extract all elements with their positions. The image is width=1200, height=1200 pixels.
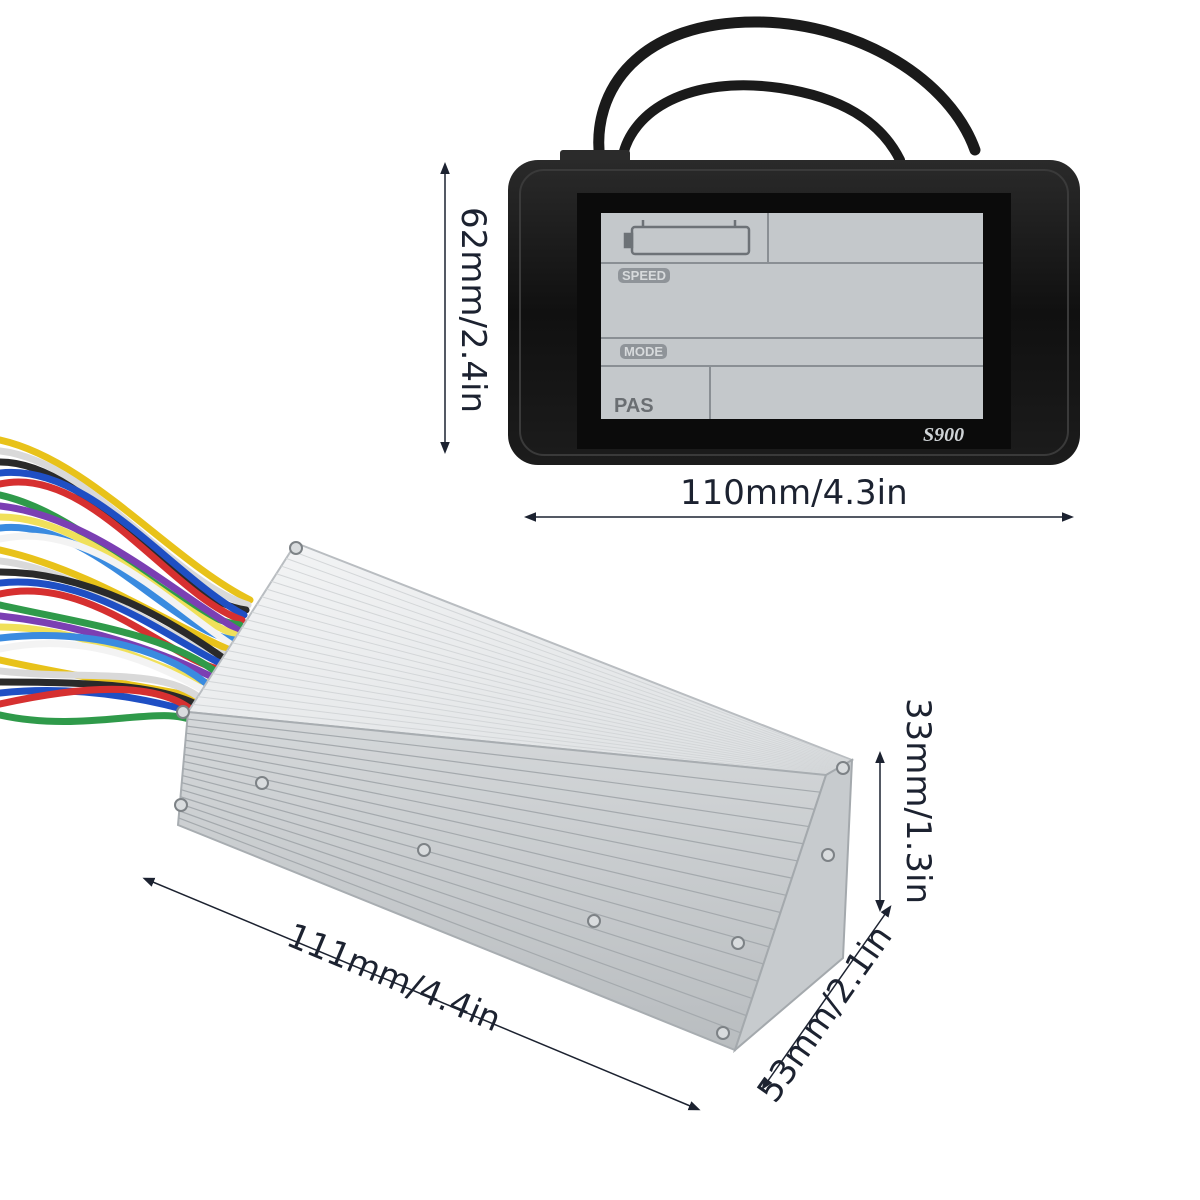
screw bbox=[417, 843, 431, 857]
display-cable bbox=[593, 16, 981, 166]
battery-icon bbox=[623, 220, 751, 256]
screw bbox=[587, 914, 601, 928]
controller-height-label: 33mm/1.3in bbox=[898, 697, 939, 905]
controller-width-dimension-line bbox=[761, 905, 892, 1090]
screw bbox=[731, 936, 745, 950]
lcd-speed-label: SPEED bbox=[618, 268, 671, 283]
rib bbox=[184, 753, 792, 879]
display-height-label: 62mm/2.4in bbox=[453, 206, 494, 414]
wire bbox=[0, 578, 228, 669]
screw bbox=[716, 1026, 730, 1040]
wire bbox=[0, 478, 246, 624]
screw bbox=[821, 848, 835, 862]
rib bbox=[241, 627, 840, 768]
display-model-label: S900 bbox=[923, 424, 965, 446]
rib bbox=[286, 557, 850, 762]
wire bbox=[0, 532, 236, 649]
rib bbox=[232, 642, 837, 770]
rib bbox=[185, 739, 804, 845]
rib bbox=[207, 680, 831, 773]
wire bbox=[0, 640, 216, 699]
lcd-screen bbox=[601, 213, 983, 419]
controller-wires bbox=[0, 436, 254, 729]
rib bbox=[227, 650, 836, 771]
rib bbox=[266, 588, 846, 765]
rib bbox=[183, 760, 787, 896]
wire bbox=[0, 667, 212, 709]
rib bbox=[202, 688, 830, 774]
motor-controller bbox=[174, 541, 855, 1054]
display-width-label: 110mm/4.3in bbox=[680, 473, 908, 513]
rib bbox=[246, 619, 841, 768]
rib bbox=[222, 657, 835, 771]
wire bbox=[0, 601, 224, 679]
rib bbox=[192, 703, 828, 775]
rib bbox=[251, 611, 842, 767]
rib bbox=[261, 596, 844, 766]
rib bbox=[212, 673, 832, 773]
screw bbox=[836, 761, 850, 775]
screw bbox=[174, 798, 188, 812]
rib bbox=[276, 573, 848, 764]
screw bbox=[289, 541, 303, 555]
wire bbox=[0, 568, 230, 664]
lcd-pas-label: PAS bbox=[614, 395, 654, 417]
lcd-display bbox=[508, 16, 1080, 465]
rib bbox=[256, 603, 843, 766]
wire bbox=[0, 711, 204, 729]
rib bbox=[184, 746, 798, 862]
rib bbox=[187, 718, 821, 793]
screw bbox=[255, 776, 269, 790]
wire bbox=[0, 632, 218, 694]
rib bbox=[186, 725, 815, 810]
rib bbox=[236, 634, 838, 769]
rib bbox=[186, 732, 810, 828]
rib bbox=[217, 665, 834, 772]
rib bbox=[197, 696, 829, 775]
rib bbox=[290, 550, 851, 762]
screw bbox=[176, 705, 190, 719]
rib bbox=[271, 580, 847, 764]
controller-length-dimension-line bbox=[142, 877, 701, 1111]
lcd-mode-label: MODE bbox=[620, 344, 667, 359]
wire bbox=[0, 502, 242, 634]
wire bbox=[0, 436, 254, 604]
rib bbox=[281, 565, 849, 763]
wire bbox=[0, 468, 248, 619]
